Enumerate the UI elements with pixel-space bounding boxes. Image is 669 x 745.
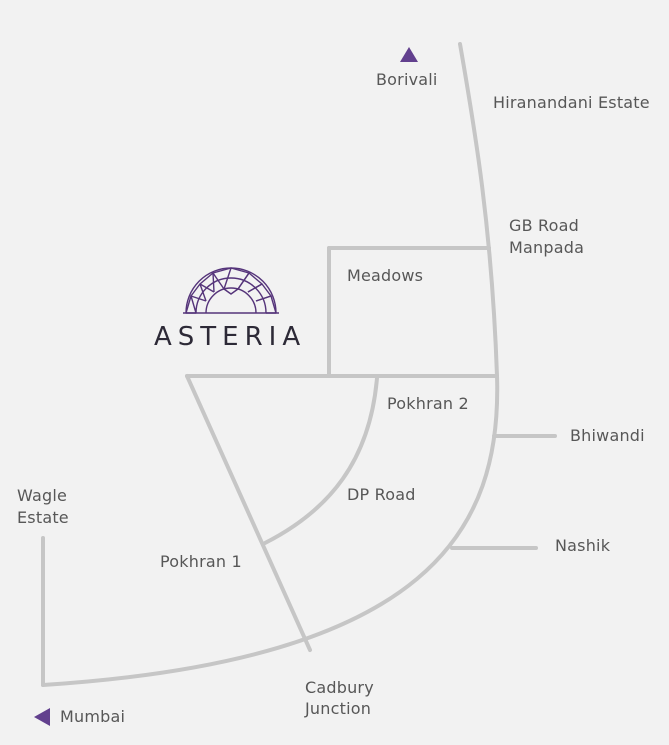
label-manpada: Manpada	[509, 238, 585, 257]
label-mumbai: Mumbai	[60, 707, 126, 726]
label-estate: Estate	[17, 508, 69, 527]
mumbai-triangle-left-icon	[34, 708, 50, 726]
label-pokhran-2: Pokhran 2	[387, 394, 469, 413]
main-highway-road	[41, 42, 500, 687]
brand-name: ASTERIA	[154, 322, 307, 352]
label-junction: Junction	[305, 699, 372, 718]
label-pokhran-1: Pokhran 1	[160, 552, 242, 571]
borivali-triangle-up-icon	[400, 47, 418, 62]
label-hiranandani-estate: Hiranandani Estate	[493, 93, 650, 112]
label-gb-road: GB Road	[509, 216, 580, 235]
label-dp-road: DP Road	[347, 485, 416, 504]
label-cadbury: Cadbury	[305, 678, 374, 697]
label-borivali: Borivali	[376, 70, 438, 89]
pokhran-1-road	[185, 374, 312, 652]
label-meadows: Meadows	[347, 266, 424, 285]
label-nashik: Nashik	[555, 536, 611, 555]
label-bhiwandi: Bhiwandi	[570, 426, 645, 445]
dp-road	[263, 376, 379, 545]
arch-fan-icon	[183, 267, 279, 314]
label-wagle: Wagle	[17, 486, 68, 505]
